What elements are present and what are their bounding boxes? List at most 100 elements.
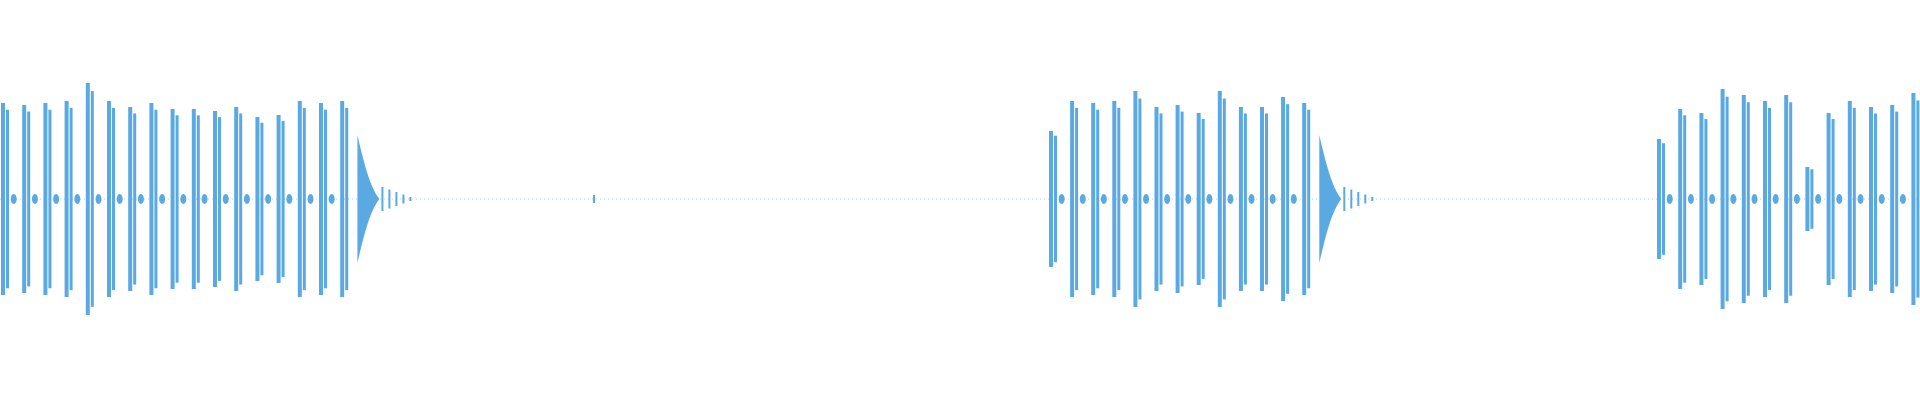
waveform-blip	[1857, 194, 1864, 204]
waveform-blip	[1206, 194, 1213, 204]
waveform-blip	[1709, 194, 1716, 204]
waveform-tail-ripple	[1357, 192, 1360, 206]
waveform-pulse	[128, 107, 133, 291]
waveform-pulse-shadow	[218, 117, 221, 281]
waveform-pulse	[149, 103, 154, 295]
waveform-blip	[95, 194, 102, 204]
waveform-blip	[31, 194, 38, 204]
waveform-pulse	[85, 83, 90, 315]
waveform-pulse	[1112, 101, 1117, 297]
waveform-pulse	[107, 101, 111, 297]
waveform-pulse	[1741, 95, 1746, 303]
waveform-pulse	[297, 101, 302, 297]
waveform-pulse	[22, 105, 27, 293]
waveform-pulse-shadow	[1725, 96, 1729, 302]
waveform-blip	[1121, 194, 1128, 204]
waveform-tail-ripple	[1343, 187, 1346, 211]
waveform-pulse-shadow	[1704, 119, 1708, 279]
waveform-blip	[307, 194, 314, 204]
waveform-pulse	[255, 117, 260, 281]
waveform-pulse	[1196, 113, 1201, 285]
waveform-pulse-shadow	[239, 113, 243, 285]
waveform-blip	[1290, 194, 1297, 204]
waveform-pulse	[170, 109, 175, 289]
waveform-tail-ripple	[1364, 194, 1367, 204]
waveform-tail-ripple	[388, 189, 391, 209]
waveform-pulse	[1699, 113, 1704, 285]
waveform-pulse-shadow	[175, 115, 179, 283]
waveform-blip	[1185, 194, 1192, 204]
waveform-pulse-shadow	[154, 109, 158, 289]
waveform-pulse	[1238, 107, 1243, 291]
waveform-blip	[1878, 194, 1885, 204]
waveform-blip	[1164, 194, 1171, 204]
waveform-blip	[137, 194, 144, 204]
waveform-blip	[1269, 194, 1276, 204]
waveform-pulse-shadow	[1307, 109, 1311, 289]
waveform-pulse-shadow	[1222, 98, 1226, 300]
waveform-pulse	[1678, 109, 1683, 289]
waveform-pulse	[1070, 101, 1075, 297]
waveform-pulse-shadow	[1201, 119, 1205, 279]
waveform-pulse	[1869, 107, 1873, 291]
waveform-blip	[1687, 194, 1694, 204]
waveform-tail-ripple	[1350, 189, 1353, 209]
waveform-pulse-shadow	[1916, 100, 1920, 298]
waveform-pulse	[1911, 93, 1916, 305]
waveform-pulse-shadow	[1159, 113, 1163, 285]
waveform-pulse-shadow	[1180, 111, 1184, 287]
waveform-pulse-shadow	[1265, 113, 1268, 285]
waveform-tail-ripple	[409, 197, 412, 201]
waveform-pulse-shadow	[112, 107, 115, 291]
waveform-pulse-shadow	[1683, 115, 1687, 283]
waveform-pulse-shadow	[6, 109, 9, 289]
waveform-blip	[1899, 194, 1906, 204]
waveform-pulse	[1049, 131, 1053, 267]
waveform-blip	[1666, 194, 1673, 204]
waveform-blip	[116, 194, 123, 204]
waveform-pulse-shadow	[1138, 98, 1142, 300]
waveform-pulse	[64, 101, 69, 297]
waveform-blip	[1751, 194, 1758, 204]
waveform-noise-tick	[593, 195, 595, 203]
waveform-pulse	[1890, 105, 1895, 293]
waveform-pulse-shadow	[324, 109, 327, 289]
waveform-pulse-shadow	[196, 115, 200, 283]
waveform-blip	[74, 194, 81, 204]
waveform-pulse	[1, 103, 5, 295]
waveform-blip	[1100, 194, 1107, 204]
waveform-pulse	[213, 111, 217, 287]
waveform-pulse	[1763, 101, 1767, 297]
waveform-pulse	[1847, 101, 1852, 297]
waveform-pulse-shadow	[90, 91, 94, 307]
waveform-pulse	[1091, 103, 1096, 295]
waveform-blip	[53, 194, 60, 204]
waveform-blip	[1143, 194, 1150, 204]
waveform-pulse	[319, 103, 323, 295]
waveform-blip	[1248, 194, 1255, 204]
waveform-blip	[1730, 194, 1737, 204]
waveform-blip	[1079, 194, 1086, 204]
waveform-pulse	[1281, 97, 1286, 301]
waveform-pulse-shadow	[1243, 113, 1247, 285]
waveform-tail-ripple	[402, 194, 405, 204]
waveform-pulse-shadow	[1852, 107, 1856, 291]
waveform-pulse	[1175, 105, 1180, 293]
waveform-tail	[357, 135, 380, 263]
waveform-blip	[1836, 194, 1843, 204]
waveform-pulse-shadow	[260, 122, 264, 276]
waveform-pulse	[43, 103, 48, 295]
waveform-pulse	[1302, 103, 1307, 295]
waveform-pulse	[1657, 139, 1661, 259]
waveform-blip	[1772, 194, 1779, 204]
waveform-pulse-shadow	[281, 120, 285, 278]
waveform-blip	[243, 194, 250, 204]
waveform-blip	[286, 194, 293, 204]
waveform-blip	[1227, 194, 1234, 204]
waveform-pulse-shadow	[1054, 135, 1057, 263]
waveform-pulse-shadow	[27, 111, 31, 287]
waveform-pulse-shadow	[1831, 119, 1835, 279]
waveform-blip	[1793, 194, 1800, 204]
